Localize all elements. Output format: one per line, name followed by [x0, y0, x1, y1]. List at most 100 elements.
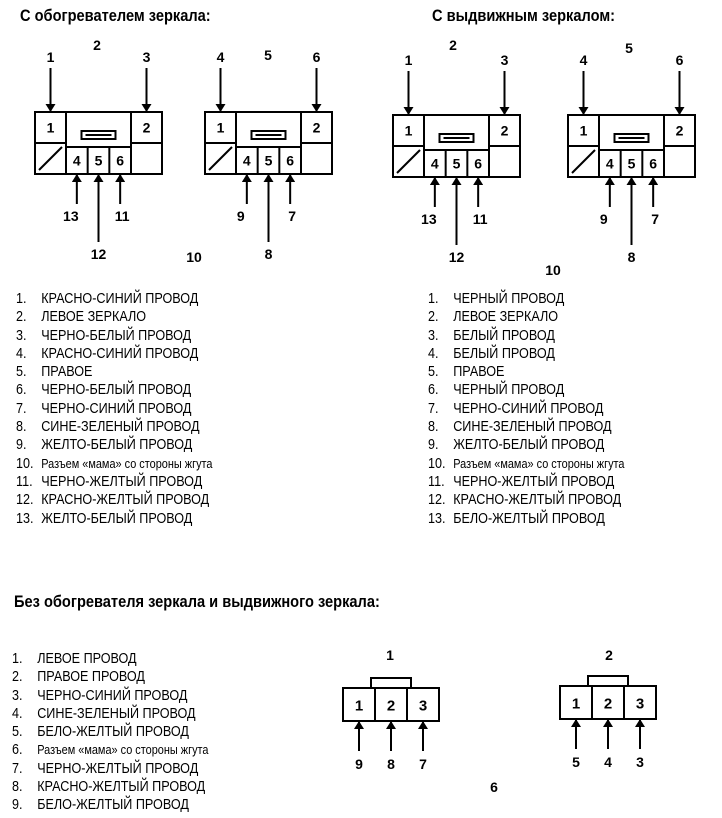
pin-callout-number: 7: [651, 211, 659, 227]
connector-number: 10: [186, 249, 202, 265]
legend-item: 2.ЛЕВОЕ ЗЕРКАЛО: [16, 308, 212, 326]
legend-item: 3.ЧЕРНО-СИНИЙ ПРОВОД: [12, 687, 208, 705]
legend-item-text: КРАСНО-СИНИЙ ПРОВОД: [41, 344, 199, 362]
legend-item-number: 7.: [16, 399, 27, 417]
legend-item-number: 3.: [16, 326, 27, 344]
legend-item: 2.ПРАВОЕ ПРОВОД: [12, 668, 208, 686]
pin-number: 4: [243, 153, 251, 169]
legend-item-text: ЖЕЛТО-БЕЛЫЙ ПРОВОД: [41, 436, 193, 454]
pin-callout-number: 4: [217, 49, 225, 65]
connector-number: 1: [386, 647, 394, 663]
legend-item-number: 7.: [12, 759, 23, 777]
legend-item-text: Разъем «мама» со стороны жгута: [41, 455, 213, 471]
legend-item: 3.БЕЛЫЙ ПРОВОД: [428, 327, 624, 345]
legend-item: 6.Разъем «мама» со стороны жгута: [12, 741, 208, 759]
pin-number: 5: [628, 156, 636, 172]
legend-item-number: 8.: [12, 778, 23, 796]
legend-item: 5.БЕЛО-ЖЕЛТЫЙ ПРОВОД: [12, 723, 208, 741]
pin-number: 5: [95, 153, 103, 169]
connector-blank-slash: [396, 149, 421, 174]
legend-item-number: 8.: [428, 418, 439, 436]
pin-callout-number: 9: [355, 756, 363, 772]
legend-item-text: СИНЕ-ЗЕЛЕНЫЙ ПРОВОД: [453, 418, 612, 436]
legend-item: 13. БЕЛО-ЖЕЛТЫЙ ПРОВОД: [428, 510, 624, 528]
legend-item-number: 9.: [428, 436, 439, 454]
pin-callout-number: 6: [313, 49, 321, 65]
connector-latch: [370, 677, 412, 689]
legend-item-text: ЧЕРНО-ЖЕЛТЫЙ ПРОВОД: [37, 759, 199, 777]
pin-number: 2: [313, 120, 321, 136]
pin-callout-number: 12: [91, 246, 107, 262]
legend-item: 1.КРАСНО-СИНИЙ ПРОВОД: [16, 290, 212, 308]
legend-item-text: БЕЛЫЙ ПРОВОД: [453, 326, 555, 344]
legend-item-text: ЧЕРНО-СИНИЙ ПРОВОД: [453, 399, 604, 417]
pin-number: 1: [405, 123, 413, 139]
connector-number: 2: [605, 647, 613, 663]
legend-item-text: БЕЛО-ЖЕЛТЫЙ ПРОВОД: [37, 796, 189, 814]
pin-number: 4: [73, 153, 81, 169]
pin-number: 1: [217, 120, 225, 136]
legend-item-text: ЧЕРНО-БЕЛЫЙ ПРОВОД: [41, 326, 192, 344]
pin-callout-number: 11: [115, 208, 130, 224]
legend-item: 10.Разъем «мама» со стороны жгута: [428, 455, 624, 473]
connector-number: 2: [449, 37, 457, 53]
connector-number: 6: [490, 779, 498, 795]
connector-blank-slash: [571, 149, 596, 174]
legend-item-number: 2.: [16, 308, 27, 326]
legend-item: 8.СИНЕ-ЗЕЛЕНЫЙ ПРОВОД: [16, 418, 212, 436]
legend-item-number: 9.: [12, 796, 23, 814]
pin-number: 3: [636, 696, 644, 713]
legend-item-text: БЕЛО-ЖЕЛТЫЙ ПРОВОД: [453, 509, 605, 527]
legend-item-text: КРАСНО-ЖЕЛТЫЙ ПРОВОД: [453, 491, 622, 509]
pin-callout-number: 1: [47, 49, 55, 65]
connector-number: 2: [93, 37, 101, 53]
pin-number: 5: [453, 156, 461, 172]
legend-item-text: ЛЕВОЕ ПРОВОД: [37, 650, 137, 667]
legend-item-number: 1.: [12, 650, 23, 667]
legend-item-text: ЧЕРНО-СИНИЙ ПРОВОД: [37, 686, 188, 704]
legend-item-number: 4.: [12, 704, 23, 722]
pin-callout-number: 9: [237, 208, 245, 224]
pin-number: 1: [47, 120, 55, 136]
pin-callout-number: 3: [143, 49, 151, 65]
legend-item: 11.ЧЕРНО-ЖЕЛТЫЙ ПРОВОД: [16, 473, 212, 491]
legend-item-number: 5.: [16, 363, 27, 381]
legend-item: 1. ЛЕВОЕ ПРОВОД: [12, 650, 208, 668]
pin-callout-number: 1: [405, 52, 413, 68]
pin-number: 6: [649, 156, 657, 172]
pin-number: 2: [604, 696, 612, 713]
legend-item-number: 10.: [428, 454, 446, 472]
legend-item-text: СИНЕ-ЗЕЛЕНЫЙ ПРОВОД: [37, 704, 196, 722]
legend-item: 11.ЧЕРНО-ЖЕЛТЫЙ ПРОВОД: [428, 473, 624, 491]
legend-item: 13.ЖЕЛТО-БЕЛЫЙ ПРОВОД: [16, 510, 212, 528]
legend-item: 4.КРАСНО-СИНИЙ ПРОВОД: [16, 345, 212, 363]
legend-item-text: ЧЕРНО-ЖЕЛТЫЙ ПРОВОД: [453, 472, 615, 490]
legend-item-number: 13.: [428, 509, 446, 527]
legend-item-number: 6.: [428, 381, 439, 399]
pin-callout-number: 3: [501, 52, 509, 68]
pin-callout-number: 7: [419, 756, 427, 772]
legend-item-number: 12.: [428, 491, 446, 509]
pin-number: 4: [431, 156, 439, 172]
legend-item: 4.БЕЛЫЙ ПРОВОД: [428, 345, 624, 363]
legend-item-text: ЧЕРНЫЙ ПРОВОД: [453, 381, 565, 399]
legend-item: 6.ЧЕРНО-БЕЛЫЙ ПРОВОД: [16, 381, 212, 399]
legend-item-text: ПРАВОЕ ПРОВОД: [37, 668, 145, 686]
legend-item: 7. ЧЕРНО-ЖЕЛТЫЙ ПРОВОД: [12, 760, 208, 778]
pin-callout-number: 8: [628, 249, 636, 265]
pin-number: 2: [501, 123, 509, 139]
legend-item-text: ПРАВОЕ: [41, 363, 93, 381]
pin-number: 1: [355, 698, 363, 715]
legend-item-number: 7.: [428, 399, 439, 417]
heading-basic-mirror: Без обогревателя зеркала и выдвижного зе…: [14, 592, 380, 611]
legend-item: 1.ЧЕРНЫЙ ПРОВОД: [428, 290, 624, 308]
legend-item: 7. ЧЕРНО-СИНИЙ ПРОВОД: [428, 400, 624, 418]
legend-item: 5. ПРАВОЕ: [16, 363, 212, 381]
legend-item-number: 11.: [16, 472, 33, 490]
legend-item: 8.КРАСНО-ЖЕЛТЫЙ ПРОВОД: [12, 778, 208, 796]
pin-number: 1: [580, 123, 588, 139]
pin-callout-number: 11: [473, 211, 488, 227]
legend-item-number: 4.: [428, 344, 439, 362]
pin-callout-number: 8: [265, 246, 273, 262]
